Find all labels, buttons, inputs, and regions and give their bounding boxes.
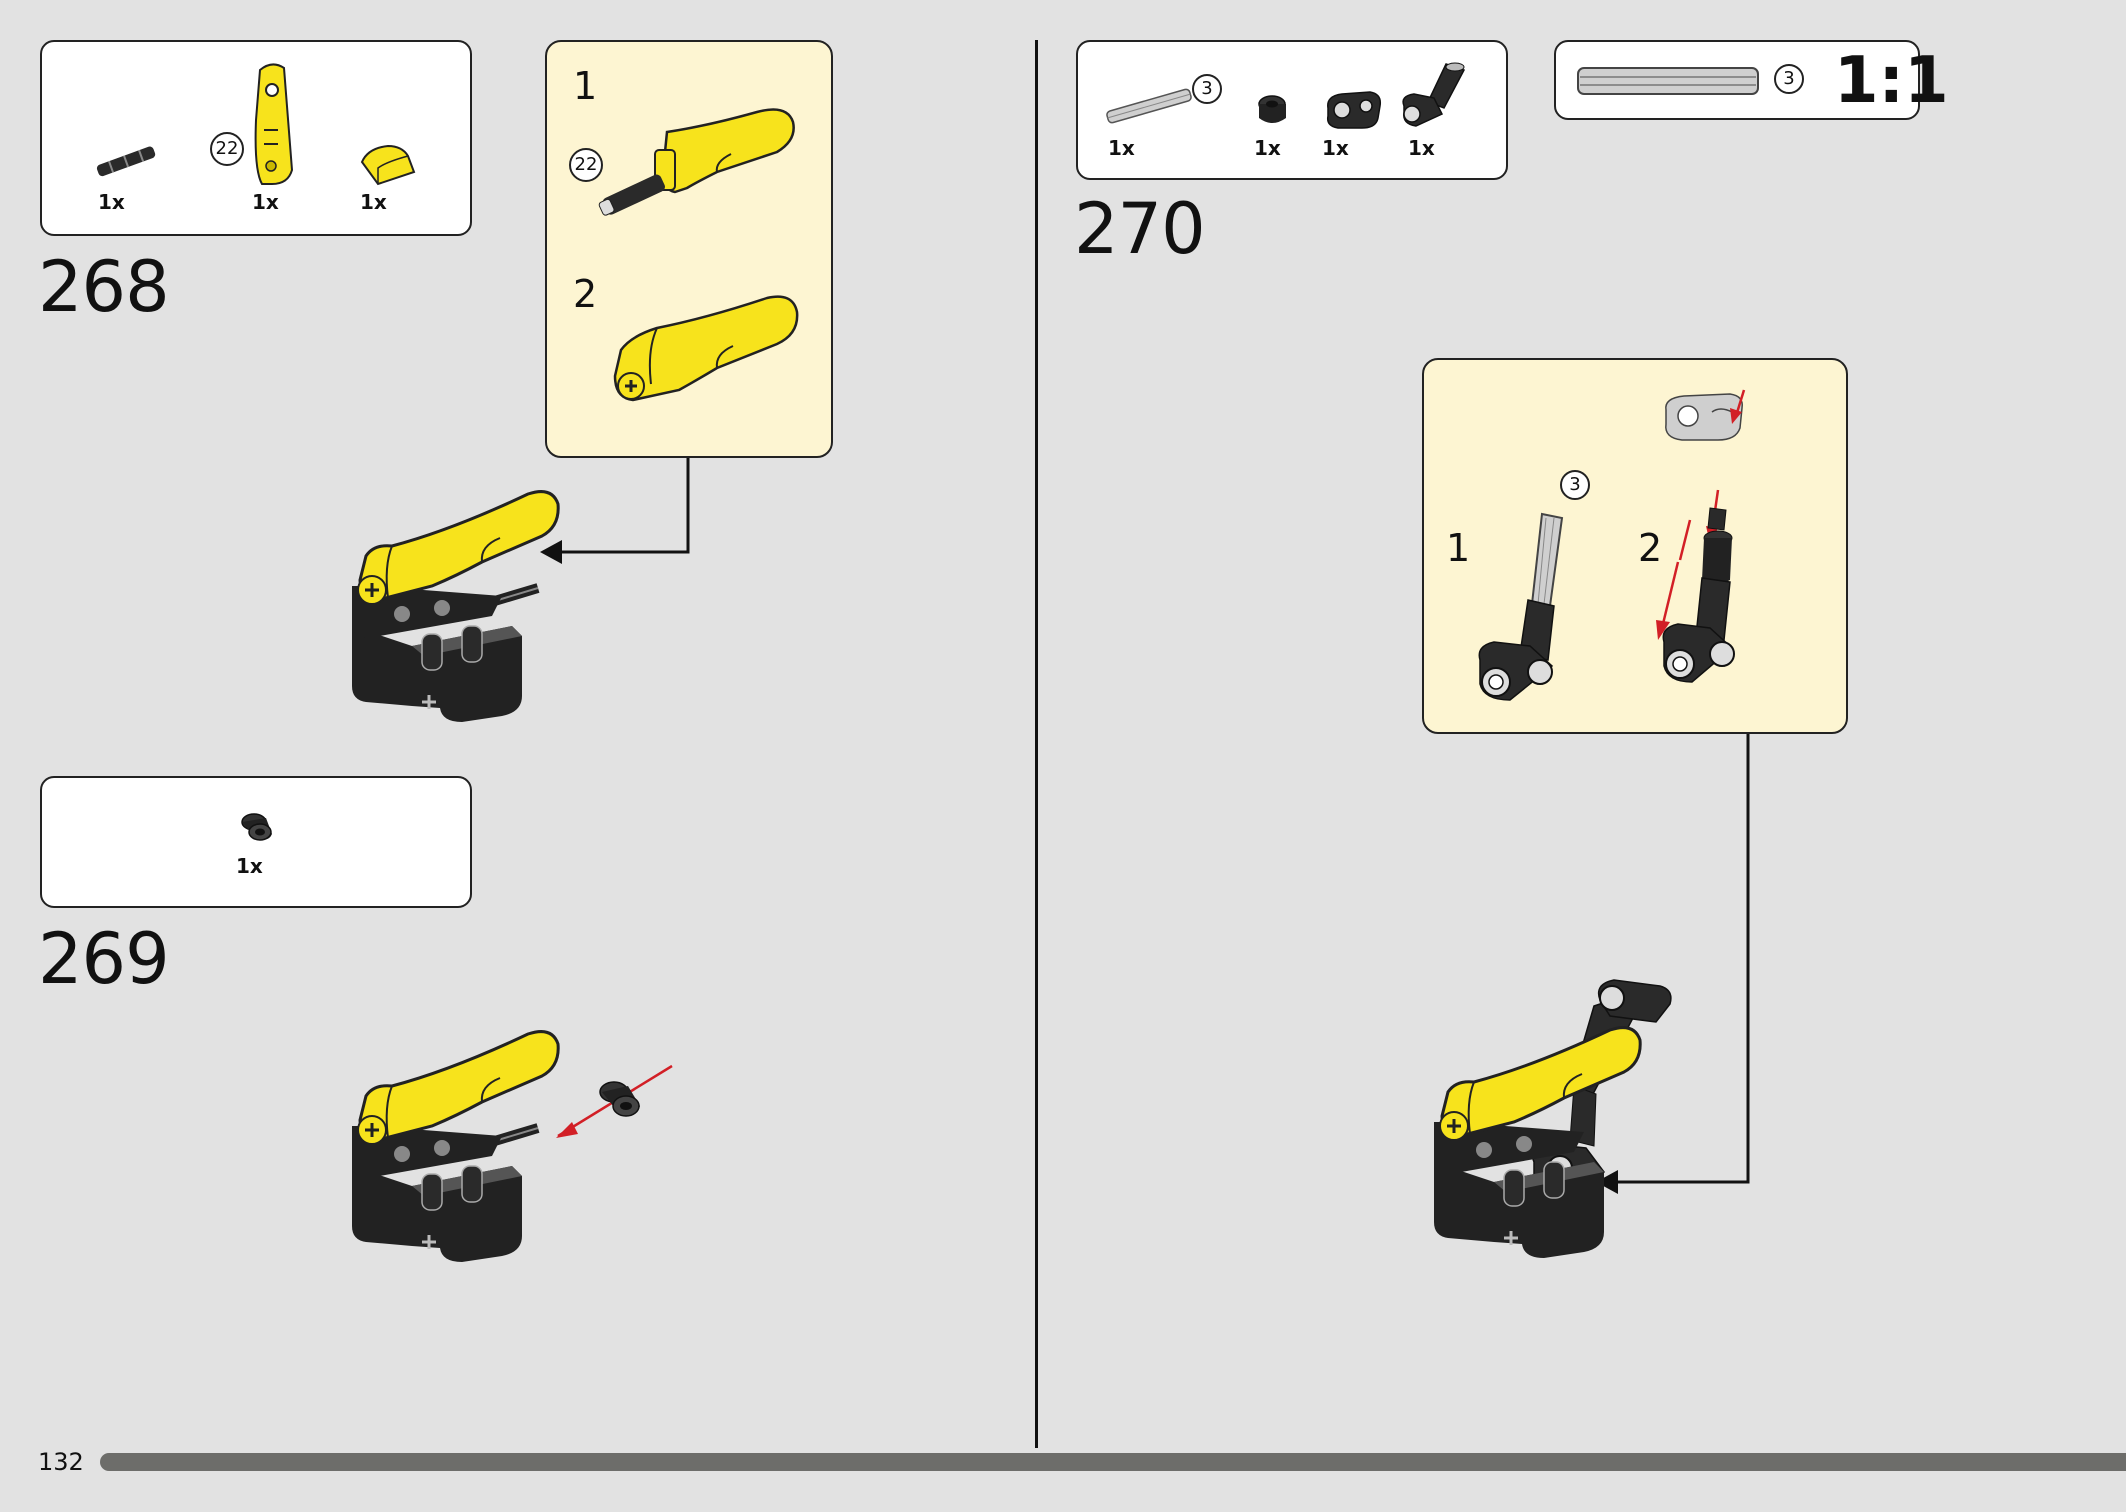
callout-3: 3 xyxy=(1192,74,1222,104)
grey-axle-icon xyxy=(1106,88,1192,124)
parts-list-270: 3 1x 1x 1x 1x xyxy=(1076,40,1508,180)
black-angle-connector-icon xyxy=(1402,62,1466,127)
model-illustration-268 xyxy=(352,490,560,722)
subassembly-270: 1 3 2 xyxy=(1422,358,1848,734)
page-number: 132 xyxy=(38,1448,84,1476)
part-qty: 1x xyxy=(1108,136,1135,160)
callout-22: 22 xyxy=(569,148,603,182)
part-qty: 1x xyxy=(360,190,387,214)
scale-box: 3 1:1 xyxy=(1554,40,1949,120)
step-number-269: 269 xyxy=(38,918,170,1000)
part-qty: 1x xyxy=(236,854,263,878)
yellow-beam-panel-icon xyxy=(254,63,294,185)
model-illustration-269 xyxy=(352,1030,673,1262)
callout-3: 3 xyxy=(1774,64,1804,94)
callout-3: 3 xyxy=(1560,470,1590,500)
yellow-panel-with-connector-illustration xyxy=(598,108,795,216)
substep-number: 2 xyxy=(573,272,598,316)
callout-22: 22 xyxy=(210,132,244,166)
step-number-270: 270 xyxy=(1074,188,1206,270)
parts-list-269: 1x xyxy=(40,776,472,908)
axle-scale-icon xyxy=(1577,67,1759,95)
substep-number: 2 xyxy=(1638,526,1663,570)
substep-number: 1 xyxy=(1446,526,1471,570)
black-bush-icon xyxy=(1258,95,1286,123)
black-axle-connector-icon xyxy=(96,146,156,177)
step-number-268: 268 xyxy=(38,246,170,328)
yellow-curved-panel-icon xyxy=(360,144,416,186)
scale-label: 1:1 xyxy=(1834,44,1949,118)
page-divider xyxy=(1035,40,1038,1448)
model-illustration-270 xyxy=(1434,979,1672,1258)
part-qty: 1x xyxy=(98,190,125,214)
angle-connector-with-axle-illustration xyxy=(1478,512,1564,701)
subassembly-268: 1 22 2 xyxy=(545,40,833,458)
part-qty: 1x xyxy=(1408,136,1435,160)
black-bush-icon xyxy=(241,813,272,841)
part-qty: 1x xyxy=(1254,136,1281,160)
black-cross-block-icon xyxy=(1326,91,1382,129)
part-qty: 1x xyxy=(1322,136,1349,160)
progress-bar xyxy=(100,1453,2126,1471)
part-qty: 1x xyxy=(252,190,279,214)
yellow-panel-assembled-illustration xyxy=(613,295,799,402)
angle-connector-with-bush-and-block-illustration xyxy=(1656,389,1746,683)
substep-number: 1 xyxy=(573,64,598,108)
parts-list-268: 1x 22 1x 1x xyxy=(40,40,472,236)
